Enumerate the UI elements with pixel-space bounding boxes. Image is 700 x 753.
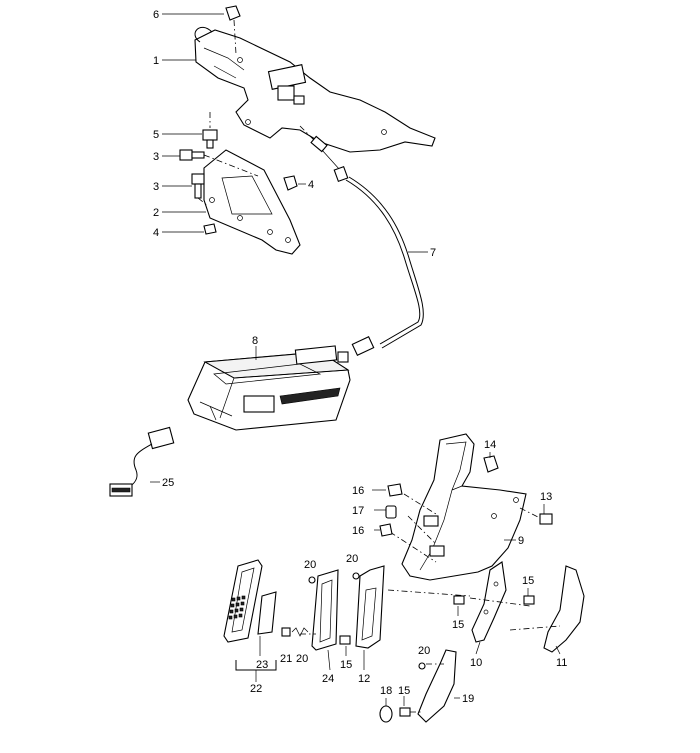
callout-20d: 20	[418, 645, 430, 657]
part-clip-6	[225, 5, 241, 55]
callout-5: 5	[153, 129, 159, 141]
part-studs-20	[308, 572, 426, 670]
callout-7: 7	[430, 247, 436, 259]
part-frame-24	[300, 569, 339, 651]
callout-15a: 15	[522, 575, 534, 587]
callout-2: 2	[153, 207, 159, 219]
callout-15d: 15	[398, 685, 410, 697]
part-trim-panel-9	[389, 433, 527, 581]
part-screw-13	[519, 507, 553, 525]
part-spring-21	[281, 627, 309, 637]
callout-4a: 4	[308, 179, 314, 191]
callout-1: 1	[153, 55, 159, 67]
callout-20a: 20	[304, 559, 316, 571]
part-washer-18	[379, 705, 393, 723]
callout-labels: 1 2 3 3 4 4 5 6 7 8 9 10 11 12 13 14 15 …	[153, 9, 567, 705]
callout-18: 18	[380, 685, 392, 697]
callout-24: 24	[322, 673, 334, 685]
part-clips-16-17	[379, 483, 403, 537]
callout-23: 23	[256, 659, 268, 671]
part-control-unit-8	[187, 345, 351, 431]
leader-lines	[150, 13, 561, 706]
part-cable-7	[299, 125, 424, 356]
part-end-cap-11	[509, 565, 585, 653]
callout-10: 10	[470, 657, 482, 669]
callout-9: 9	[518, 535, 524, 547]
callout-3b: 3	[153, 181, 159, 193]
callout-3a: 3	[153, 151, 159, 163]
part-screws-3	[179, 149, 259, 207]
callout-16b: 16	[352, 525, 364, 537]
part-bracket-upper	[194, 26, 436, 153]
part-frame-12	[355, 565, 385, 649]
callout-13: 13	[540, 491, 552, 503]
callout-4b: 4	[153, 227, 159, 239]
part-clip-14	[483, 455, 499, 473]
part-cover-23	[257, 591, 277, 635]
callout-20c: 20	[296, 653, 308, 665]
callout-16a: 16	[352, 485, 364, 497]
part-handset-22	[223, 559, 263, 643]
callout-22: 22	[250, 683, 262, 695]
callout-15b: 15	[452, 619, 464, 631]
callout-14: 14	[484, 439, 496, 451]
part-hinge-10	[387, 561, 531, 643]
part-nuts-4	[203, 175, 298, 235]
callout-12: 12	[358, 673, 370, 685]
part-bolt-5	[202, 112, 218, 149]
callout-19: 19	[462, 693, 474, 705]
callout-17: 17	[352, 505, 364, 517]
callout-15c: 15	[340, 659, 352, 671]
part-mounting-plate-2	[203, 149, 301, 255]
callout-20b: 20	[346, 553, 358, 565]
callout-8: 8	[252, 335, 258, 347]
part-harness-25	[109, 426, 175, 497]
part-trim-19	[410, 649, 457, 723]
callout-21: 21	[280, 653, 292, 665]
callout-11: 11	[556, 657, 567, 669]
callout-6: 6	[153, 9, 159, 21]
callout-25: 25	[162, 477, 174, 489]
